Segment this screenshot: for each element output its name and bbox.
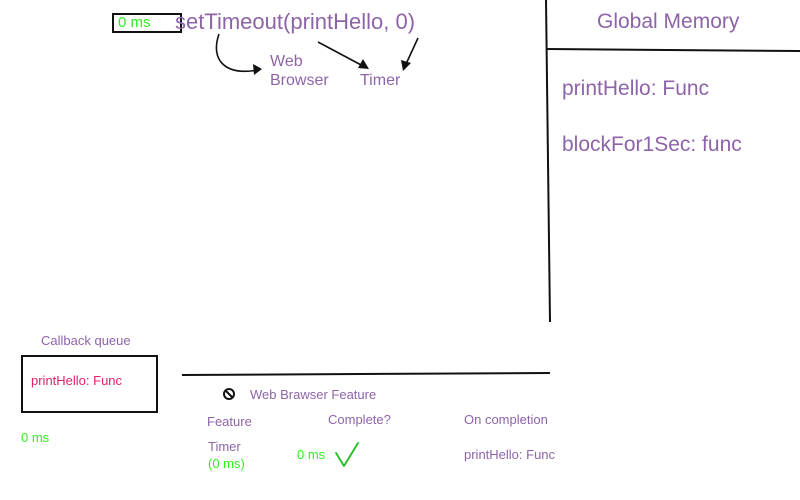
feature-table-title: Web Brawser Feature [250, 387, 377, 402]
callback-queue-box: printHello: Func [21, 355, 158, 413]
settimeout-call: setTimeout(printHello, 0) [175, 9, 416, 34]
feature-name: Timer [208, 439, 241, 454]
arrow-head-timer-2 [401, 60, 411, 71]
column-header-on-completion: On completion [464, 412, 548, 427]
global-memory-item: printHello: Func [562, 77, 710, 100]
callback-queue-time: 0 ms [21, 430, 50, 445]
checkmark-icon [335, 442, 359, 467]
arrow-to-web-browser [215, 33, 259, 72]
callback-queue-title: Callback queue [41, 333, 131, 348]
column-header-complete: Complete? [328, 412, 391, 427]
feature-time: (0 ms) [208, 456, 245, 471]
on-completion-cell: printHello: Func [464, 447, 556, 462]
timer-label: Timer [360, 72, 401, 89]
no-entry-icon [223, 388, 235, 400]
global-memory-title: Global Memory [597, 10, 740, 33]
global-memory-item: blockFor1Sec: func [562, 133, 742, 156]
callback-queue-item: printHello: Func [31, 373, 123, 388]
feature-separator [181, 372, 551, 376]
feature-cell: Timer (0 ms) [208, 438, 268, 472]
complete-cell: 0 ms [297, 447, 326, 462]
elapsed-time-box: 0 ms [112, 13, 182, 33]
column-header-feature: Feature [207, 414, 252, 429]
arrow-head-web-browser [253, 64, 262, 75]
global-memory-underline [546, 48, 800, 52]
web-browser-label: Web Browser [270, 53, 329, 89]
arrow-to-timer-1 [317, 41, 364, 67]
arrow-to-timer-2 [405, 37, 419, 65]
arrow-head-timer-1 [358, 59, 369, 69]
global-memory-divider [545, 0, 551, 323]
